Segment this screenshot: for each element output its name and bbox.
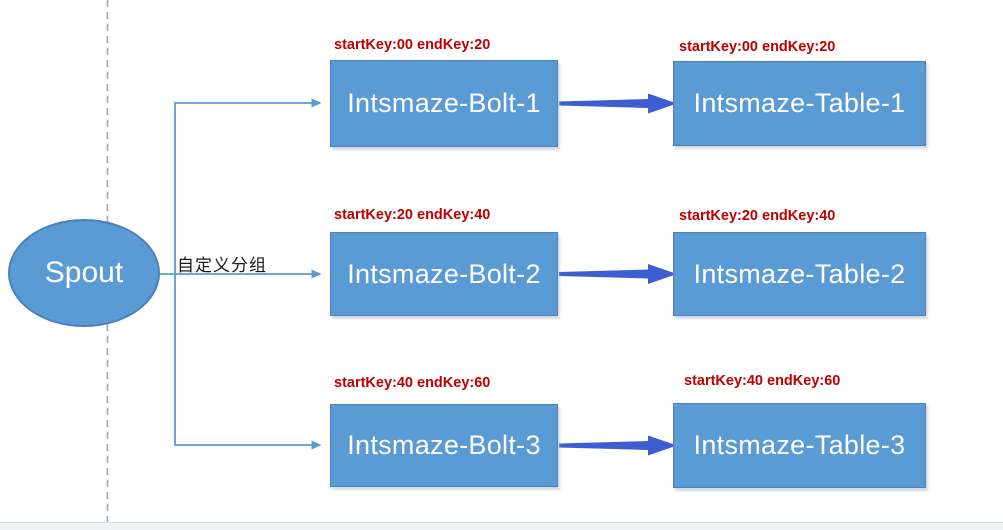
table1-node: Intsmaze-Table-1: [673, 61, 926, 146]
table2-node: Intsmaze-Table-2: [673, 232, 926, 316]
key-range-label-bolt2: startKey:20 endKey:40: [334, 207, 491, 223]
key-range-label-table2: startKey:20 endKey:40: [679, 208, 836, 224]
arrow-bolt2-table2: [559, 264, 677, 284]
bolt1-node: Intsmaze-Bolt-1: [330, 60, 558, 147]
custom-grouping-label: 自定义分组: [177, 256, 267, 275]
arrow-bolt3-table3: [559, 435, 677, 456]
key-range-label-bolt3: startKey:40 endKey:60: [334, 375, 491, 391]
key-range-label-table1: startKey:00 endKey:20: [679, 39, 836, 55]
bolt2-node: Intsmaze-Bolt-2: [330, 232, 558, 316]
key-range-label-table3: startKey:40 endKey:60: [684, 373, 841, 389]
table3-node: Intsmaze-Table-3: [673, 403, 926, 488]
bolt3-node: Intsmaze-Bolt-3: [330, 404, 558, 487]
spout-node: Spout: [8, 219, 160, 327]
arrow-bolt1-table1: [559, 93, 677, 114]
key-range-label-bolt1: startKey:00 endKey:20: [334, 37, 491, 53]
horizontal-scrollbar[interactable]: [0, 522, 1003, 530]
edge-spout-bolt3: [174, 274, 322, 450]
edge-spout-bolt1: [174, 98, 322, 274]
